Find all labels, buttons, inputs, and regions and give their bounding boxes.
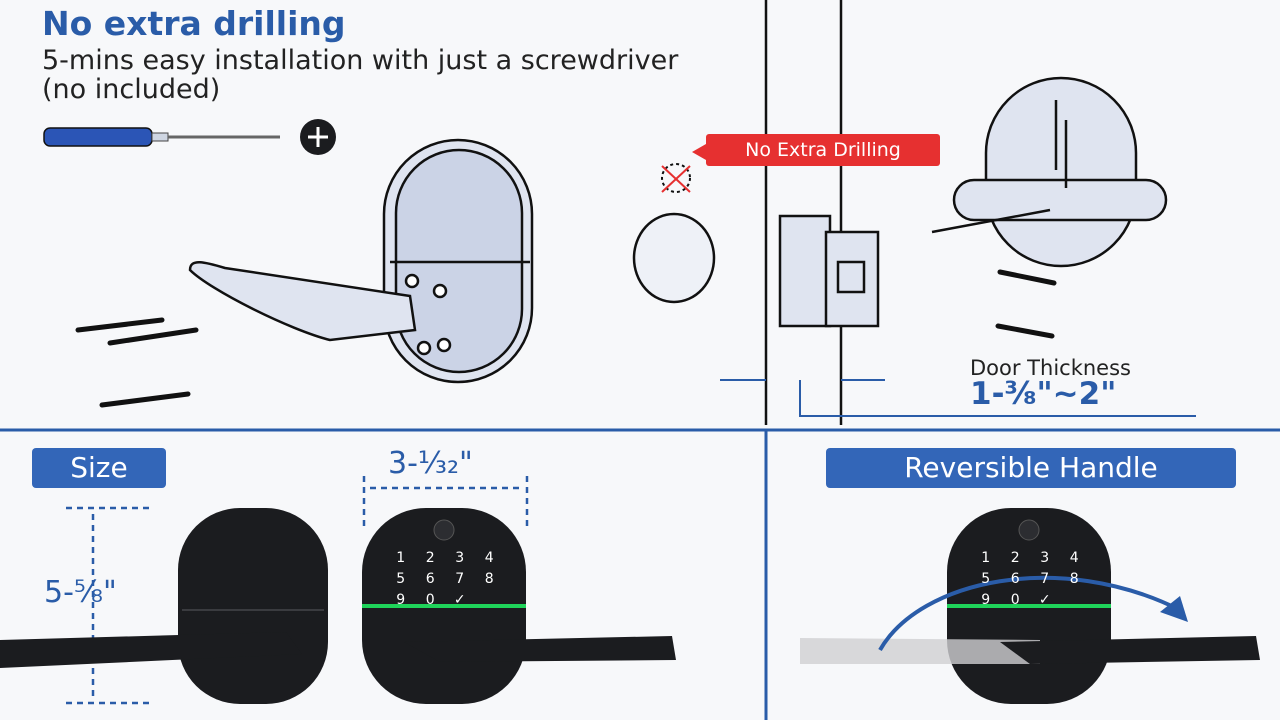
lock-back-view — [0, 508, 328, 704]
door-hole — [632, 212, 716, 304]
rotate-arrow-icon — [878, 575, 1181, 651]
screwdriver-icon — [43, 127, 280, 147]
keypad: 1 2 3 4 5 6 7 8 9 0 ✓ — [386, 550, 504, 608]
keypad: 1 2 3 4 5 6 7 8 9 0 ✓ — [971, 550, 1089, 608]
back-plate-lineart — [931, 76, 1168, 268]
keypad-key: 6 — [1010, 571, 1020, 587]
keypad-key: 9 — [396, 592, 406, 608]
page-title: No extra drilling — [42, 4, 346, 43]
phillips-head-icon — [300, 119, 336, 155]
page-subtitle: 5-mins easy installation with just a scr… — [42, 45, 679, 105]
no-drill-icon — [661, 163, 691, 193]
keypad-key: ✓ — [1038, 592, 1051, 608]
keypad-key: 0 — [1010, 592, 1020, 608]
keypad-key: 5 — [981, 571, 991, 587]
lock-reverse-view — [800, 508, 1260, 704]
height-value: 5-⅝" — [44, 575, 117, 610]
keypad-key: 7 — [1040, 571, 1050, 587]
door-thickness-label: Door Thickness — [970, 356, 1131, 380]
keypad-key: 0 — [425, 592, 435, 608]
keypad-key: 2 — [1010, 550, 1020, 566]
door-thickness-value: 1-⅜"~2" — [970, 376, 1117, 412]
latch-plate — [778, 214, 880, 328]
arrow-head-icon — [1160, 596, 1188, 622]
keypad-key: ✓ — [453, 592, 466, 608]
size-section-label: Size — [32, 448, 166, 488]
keypad-key: 5 — [396, 571, 406, 587]
keypad-key: 1 — [981, 550, 991, 566]
keypad-key: 3 — [1040, 550, 1050, 566]
no-drilling-callout: No Extra Drilling — [692, 134, 940, 166]
keypad-key: 7 — [455, 571, 465, 587]
thickness-dimension — [720, 379, 1196, 417]
screw-icon — [995, 269, 1057, 339]
lock-body-lineart — [188, 138, 534, 384]
keypad-key: 6 — [425, 571, 435, 587]
height-dimension — [66, 506, 150, 705]
keypad-key: 3 — [455, 550, 465, 566]
width-dimension — [362, 476, 529, 530]
keypad-key: 4 — [1069, 550, 1079, 566]
keypad-key: 8 — [1069, 571, 1079, 587]
lock-front-view — [362, 508, 676, 704]
door-edge-lines — [764, 0, 843, 425]
reversible-handle-label: Reversible Handle — [826, 448, 1236, 488]
width-value: 3-¹⁄₃₂" — [388, 446, 473, 481]
keypad-key: 2 — [425, 550, 435, 566]
screw-icon — [75, 317, 199, 408]
keypad-key: 4 — [484, 550, 494, 566]
keypad-key: 8 — [484, 571, 494, 587]
keypad-key: 1 — [396, 550, 406, 566]
keypad-key: 9 — [981, 592, 991, 608]
